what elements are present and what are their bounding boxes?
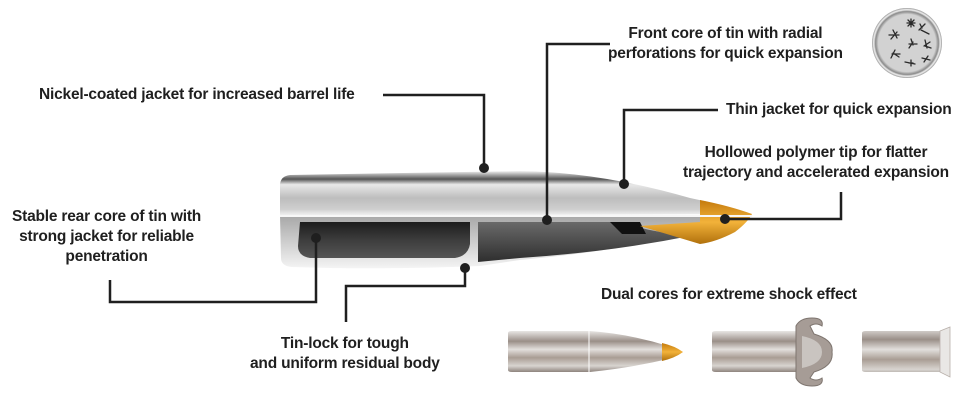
residual-body-icon (862, 326, 951, 378)
radial-perforations-icon (872, 8, 942, 78)
bullet-cross-section (280, 171, 752, 269)
callout-tin-lock: Tin-lock for tough and uniform residual … (250, 335, 440, 372)
callout-polymer-tip: Hollowed polymer tip for flatter traject… (683, 144, 949, 181)
callout-thin-jacket: Thin jacket for quick expansion (726, 101, 952, 118)
leader-lines (108, 42, 843, 322)
rear-core (298, 222, 470, 258)
callout-rear-core: Stable rear core of tin with strong jack… (12, 208, 202, 265)
inset-stages (508, 317, 951, 387)
polymer-tip (640, 200, 752, 244)
expanded-core-icon (712, 317, 833, 387)
leader-dots (311, 163, 730, 273)
intact-bullet-icon (508, 331, 683, 372)
callout-front-core: Front core of tin with radial perforatio… (608, 25, 843, 62)
inset-title: Dual cores for extreme shock effect (601, 286, 857, 303)
callout-nickel-jacket: Nickel-coated jacket for increased barre… (39, 86, 355, 103)
